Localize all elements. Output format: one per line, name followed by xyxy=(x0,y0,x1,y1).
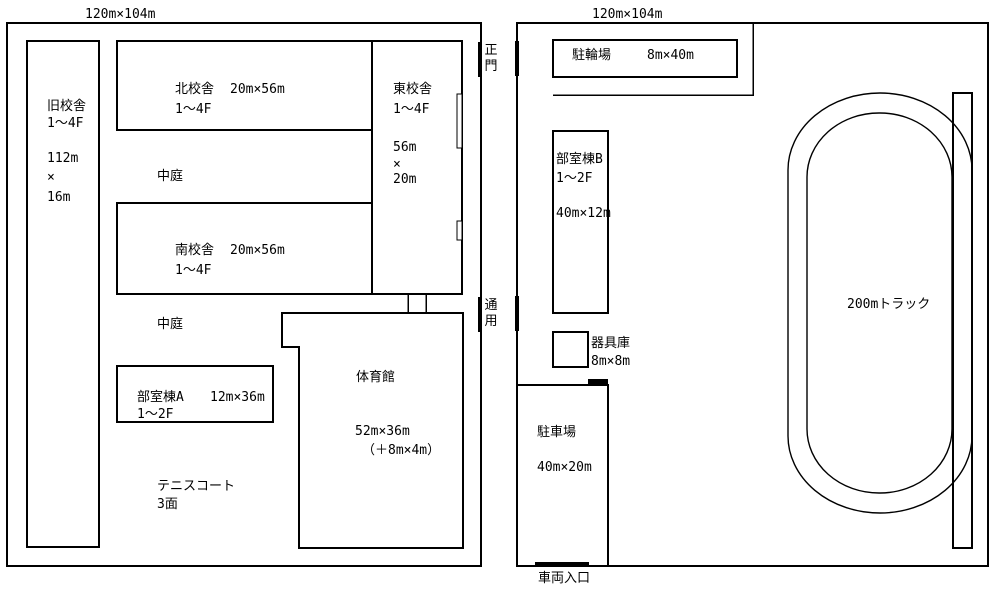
courtyard-lower-label: 中庭 xyxy=(157,317,184,332)
old-school-dim-w: 112m xyxy=(47,151,79,166)
parking-lot-name: 駐車場 xyxy=(537,425,577,440)
parking-lot-dim: 40m×20m xyxy=(537,460,592,475)
club-a-name: 部室棟A xyxy=(137,390,184,405)
south-building-floors: 1～4F xyxy=(175,263,212,278)
gym-dim: 52m×36m xyxy=(355,424,410,439)
south-building-name: 南校舎 xyxy=(175,243,215,258)
east-building-dim-x: × xyxy=(393,157,401,172)
gym-name: 体育館 xyxy=(356,370,396,385)
right-gate-marker-north xyxy=(515,41,519,76)
parking-lot-boundary xyxy=(517,384,609,566)
track-inner-lane xyxy=(806,112,953,494)
bike-parking-dim: 8m×40m xyxy=(647,48,694,63)
service-gate-label: 通 用 xyxy=(484,298,498,329)
equipment-shed-dim: 8m×8m xyxy=(591,354,631,369)
old-school-dim-h: 16m xyxy=(47,190,71,205)
bike-parking-name: 駐輪場 xyxy=(572,48,612,63)
track-label: 200mトラック xyxy=(847,297,931,312)
equipment-shed xyxy=(552,331,589,368)
left-plan-boundary xyxy=(6,22,482,567)
club-b-dim: 40m×12m xyxy=(556,206,611,221)
tennis-court-count: 3面 xyxy=(157,497,178,512)
north-building-dim: 20m×56m xyxy=(230,82,285,97)
east-building-name: 東校舎 xyxy=(393,82,433,97)
east-building-floors: 1～4F xyxy=(393,102,430,117)
equipment-shed-name: 器具庫 xyxy=(591,336,631,351)
east-building-dim-w: 56m xyxy=(393,140,417,155)
east-building-door-marker-2 xyxy=(456,220,463,241)
gym-annex-dim: （＋8m×4m） xyxy=(362,443,441,458)
club-b-name: 部室棟B xyxy=(556,152,603,167)
old-school-dim-x: × xyxy=(47,170,55,185)
old-school-floors: 1～4F xyxy=(47,116,84,131)
bike-parking-area xyxy=(552,39,738,78)
east-building-door-marker-1 xyxy=(456,93,463,149)
right-plan-title: 120m×104m xyxy=(592,7,663,22)
right-gate-marker-south xyxy=(515,296,519,331)
east-building xyxy=(371,40,463,295)
tennis-court-name: テニスコート xyxy=(157,479,236,494)
bike-area-fence xyxy=(553,23,754,96)
old-school-name: 旧校舎 xyxy=(47,99,87,114)
club-a-floors: 1～2F xyxy=(137,407,174,422)
courtyard-upper-label: 中庭 xyxy=(157,169,184,184)
club-b-building xyxy=(552,130,609,314)
vehicle-entrance-label: 車両入口 xyxy=(538,571,591,586)
gym-building xyxy=(281,312,464,549)
vehicle-entrance-marker xyxy=(535,562,589,567)
main-gate-label: 正 門 xyxy=(484,43,498,74)
east-building-dim-h: 20m xyxy=(393,172,417,187)
club-a-building xyxy=(116,365,274,423)
club-b-floors: 1～2F xyxy=(556,171,593,186)
track-outer-lane xyxy=(787,92,973,514)
south-building xyxy=(116,202,373,295)
left-plan-title: 120m×104m xyxy=(85,7,156,22)
main-gate-marker xyxy=(478,42,482,77)
old-school-building xyxy=(26,40,100,548)
service-gate-marker xyxy=(478,297,482,332)
parking-gate-marker xyxy=(588,379,608,384)
club-a-dim: 12m×36m xyxy=(210,390,265,405)
south-building-dim: 20m×56m xyxy=(230,243,285,258)
north-building-floors: 1～4F xyxy=(175,102,212,117)
north-building-name: 北校舎 xyxy=(175,82,215,97)
